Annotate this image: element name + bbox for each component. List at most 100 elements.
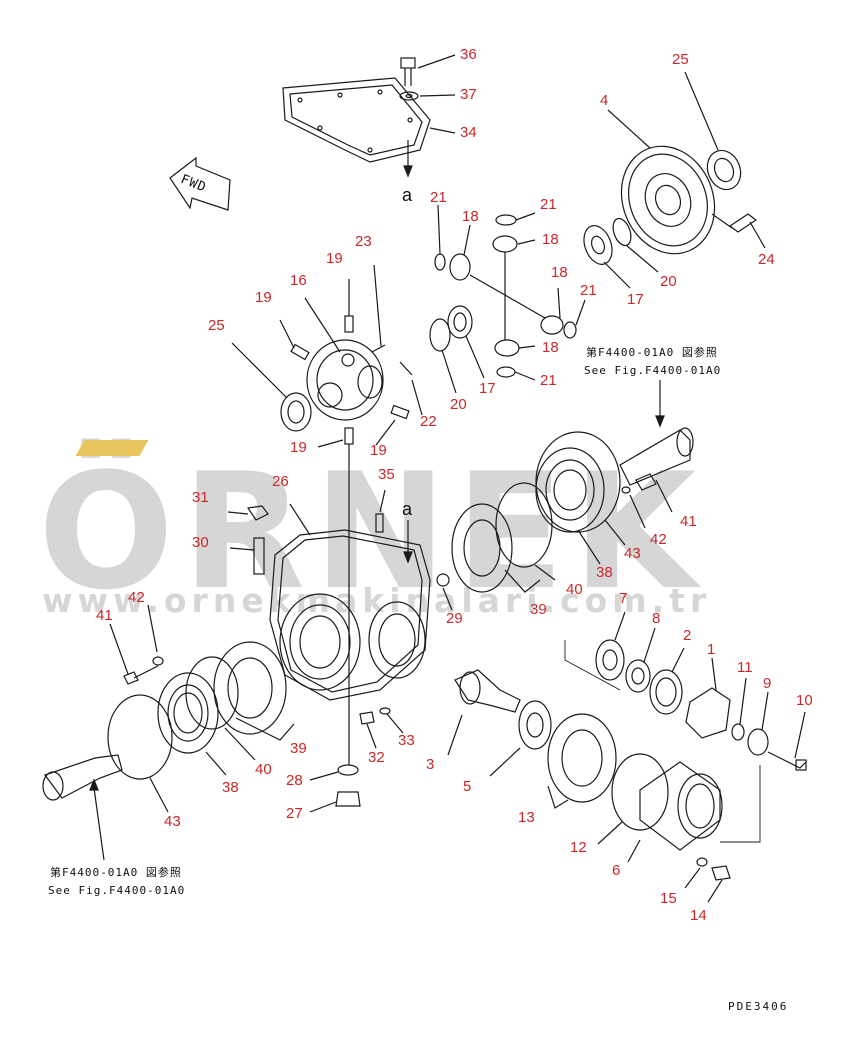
watermark-url: www.ornekmakinalari.com.tr bbox=[42, 581, 712, 620]
ring-gear bbox=[607, 109, 716, 255]
part-number-40-left: 40 bbox=[255, 761, 272, 778]
washer-9 bbox=[747, 691, 769, 756]
washer-11 bbox=[731, 677, 747, 741]
differential-case bbox=[304, 297, 384, 421]
part-number-34: 34 bbox=[460, 124, 477, 141]
seal-2 bbox=[649, 647, 685, 715]
part-number-17-right: 17 bbox=[627, 291, 644, 308]
part-number-39-left: 39 bbox=[290, 740, 307, 757]
part-number-25-right: 25 bbox=[672, 51, 689, 68]
part-number-40-right: 40 bbox=[566, 581, 583, 598]
ref-top-right-jp: 第F4400-01A0 図参照 bbox=[586, 346, 718, 359]
bearing-5 bbox=[489, 700, 552, 777]
part-number-14: 14 bbox=[690, 907, 707, 924]
spacer-8 bbox=[625, 627, 656, 693]
pinion-shaft-3 bbox=[447, 669, 521, 756]
part-number-13: 13 bbox=[518, 809, 535, 826]
right-shaft bbox=[619, 380, 694, 486]
part-number-38-right: 38 bbox=[596, 564, 613, 581]
part-number-10: 10 bbox=[796, 692, 813, 709]
part-number-21-b: 21 bbox=[540, 196, 557, 213]
dowel-35 bbox=[375, 489, 386, 533]
left-oring-43 bbox=[107, 694, 173, 813]
left-bolt-41-42 bbox=[109, 604, 164, 685]
bolt-14-15 bbox=[684, 857, 731, 903]
part-number-15: 15 bbox=[660, 890, 677, 907]
part-number-35: 35 bbox=[378, 466, 395, 483]
part-number-19-d: 19 bbox=[370, 442, 387, 459]
part-number-3: 3 bbox=[426, 756, 435, 773]
part-number-43-left: 43 bbox=[164, 813, 181, 830]
ref-top-right-en: See Fig.F4400-01A0 bbox=[584, 364, 722, 377]
breather-30-31 bbox=[227, 505, 269, 575]
bearing-7 bbox=[595, 611, 626, 681]
bearing-25-right bbox=[684, 71, 742, 191]
part-number-29: 29 bbox=[446, 610, 463, 627]
part-number-42-left: 42 bbox=[128, 589, 145, 606]
washer-20-right bbox=[612, 217, 659, 273]
ref-bottom-left-en: See Fig.F4400-01A0 bbox=[48, 884, 186, 897]
right-seal-38 bbox=[535, 447, 605, 565]
shims-13 bbox=[547, 713, 617, 809]
part-number-31: 31 bbox=[192, 489, 209, 506]
cage-6 bbox=[627, 761, 723, 863]
part-number-1: 1 bbox=[707, 641, 716, 658]
part-number-18-c: 18 bbox=[551, 264, 568, 281]
part-number-21-a: 21 bbox=[430, 189, 447, 206]
left-shims-39 bbox=[213, 641, 295, 741]
part-number-41-right: 41 bbox=[680, 513, 697, 530]
washer-37 bbox=[399, 91, 456, 101]
pinion-cluster bbox=[434, 204, 586, 381]
bearing-25-left bbox=[231, 342, 312, 432]
part-number-26: 26 bbox=[272, 473, 289, 490]
part-number-20-left: 20 bbox=[450, 396, 467, 413]
part-number-11: 11 bbox=[737, 659, 753, 676]
part-number-36: 36 bbox=[460, 46, 477, 63]
washer-20-left bbox=[429, 318, 457, 394]
side-gear-17-left bbox=[447, 305, 485, 379]
part-number-23: 23 bbox=[355, 233, 372, 250]
part-number-2: 2 bbox=[683, 627, 692, 644]
left-seal-38 bbox=[157, 672, 227, 776]
view-mark-a-top: a bbox=[402, 185, 413, 205]
assembly-bracket bbox=[564, 640, 761, 843]
right-bolt-41-42 bbox=[621, 473, 673, 529]
part-number-25-left: 25 bbox=[208, 317, 225, 334]
part-number-22: 22 bbox=[420, 413, 437, 430]
part-number-5: 5 bbox=[463, 778, 472, 795]
oring-12 bbox=[597, 753, 669, 845]
bolt-32-33 bbox=[359, 707, 404, 749]
side-gear-17-right bbox=[583, 225, 631, 289]
part-number-21-c: 21 bbox=[580, 282, 597, 299]
part-number-30: 30 bbox=[192, 534, 209, 551]
pins-19-22-23 bbox=[279, 264, 423, 765]
fwd-arrow bbox=[169, 156, 231, 211]
drain-plug-27-28 bbox=[309, 764, 361, 813]
part-number-41-left: 41 bbox=[96, 607, 113, 624]
part-number-12: 12 bbox=[570, 839, 587, 856]
part-number-19-c: 19 bbox=[290, 439, 307, 456]
part-number-4: 4 bbox=[600, 92, 609, 109]
view-mark-a-middle: a bbox=[402, 499, 413, 519]
part-number-28: 28 bbox=[286, 772, 303, 789]
part-number-8: 8 bbox=[652, 610, 661, 627]
part-number-6: 6 bbox=[612, 862, 621, 879]
part-number-21-d: 21 bbox=[540, 372, 557, 389]
part-number-20-right: 20 bbox=[660, 273, 677, 290]
part-number-16: 16 bbox=[290, 272, 307, 289]
part-number-18-d: 18 bbox=[542, 339, 559, 356]
part-number-43-right: 43 bbox=[624, 545, 641, 562]
left-shaft bbox=[42, 754, 123, 861]
main-housing bbox=[269, 503, 431, 701]
part-number-24: 24 bbox=[758, 251, 775, 268]
left-oring-40 bbox=[185, 656, 256, 761]
right-oring-43 bbox=[535, 431, 626, 546]
bolt-36 bbox=[400, 54, 456, 86]
part-number-38-left: 38 bbox=[222, 779, 239, 796]
coupling-1 bbox=[685, 657, 731, 739]
part-number-19-b: 19 bbox=[255, 289, 272, 306]
part-number-33: 33 bbox=[398, 732, 415, 749]
plug-29 bbox=[436, 573, 453, 611]
